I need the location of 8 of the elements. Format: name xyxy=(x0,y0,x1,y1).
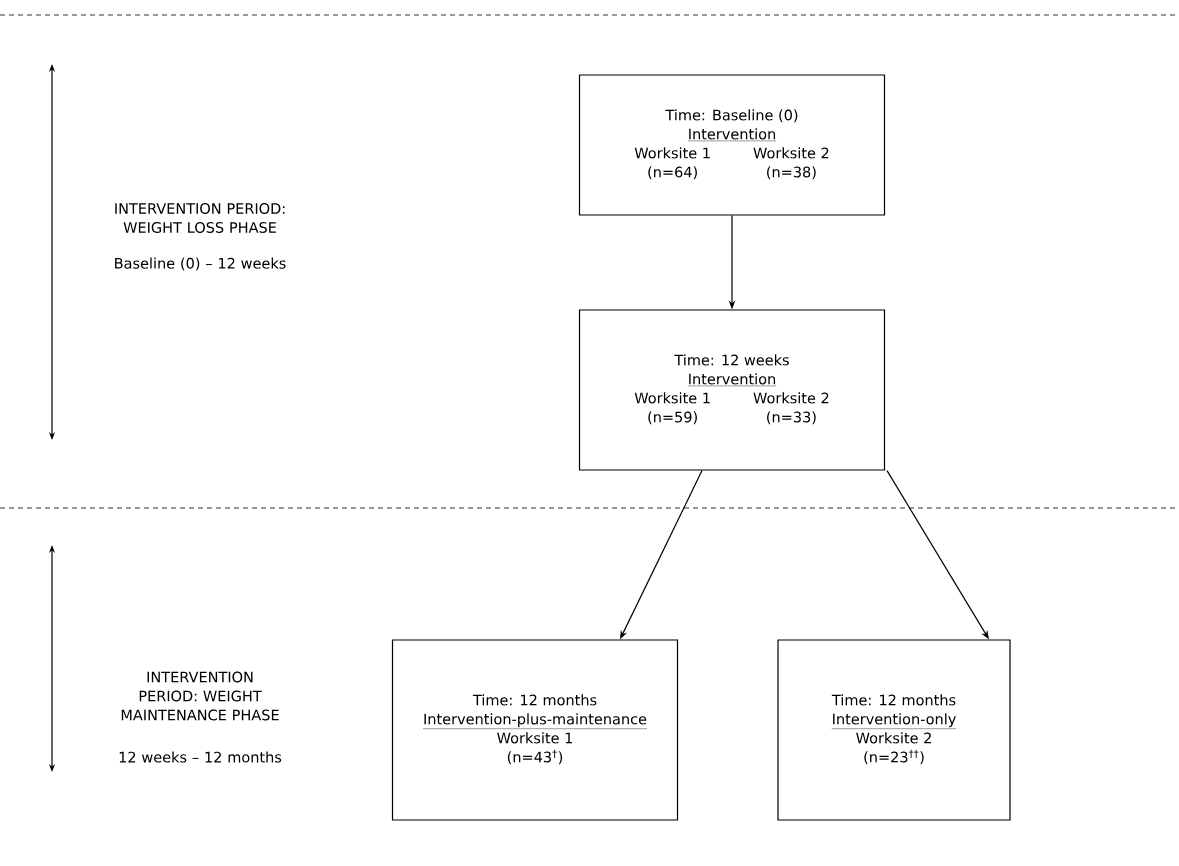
process-box: Time: 12 months Intervention-plus-maintenance Worksite 1 (n=43$^{†}$) xyxy=(391,639,679,821)
phase-label: INTERVENTION PERIOD: WEIGHT MAINTENANCE PHASE xyxy=(121,671,279,721)
phase-label: 12 weeks – 12 months xyxy=(119,751,282,763)
process-box: Time: 12 months Intervention-only Worksite 2 (n=23$^{††}$) xyxy=(777,639,1011,821)
phase-label: Baseline (0) – 12 weeks xyxy=(115,257,286,271)
process-box: Time: 12 weeks Intervention Worksite 1 Worksite 2 (n=59) (n=33) xyxy=(578,309,886,471)
process-box: Time: Baseline (0) Intervention Worksite 1 Worksite 2 (n=64) (n=38) xyxy=(578,74,886,216)
phase-label: INTERVENTION PERIOD: WEIGHT LOSS PHASE xyxy=(115,203,285,233)
